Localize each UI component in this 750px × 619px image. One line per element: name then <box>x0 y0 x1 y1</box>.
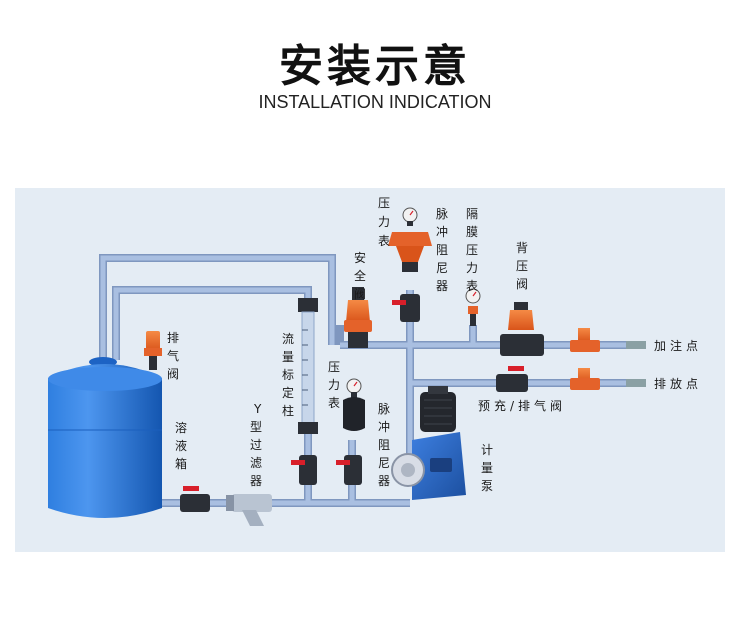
label-char: 溶 <box>175 420 187 435</box>
label-char: 膜 <box>466 225 478 239</box>
label-char: 力 <box>328 378 340 392</box>
flow-column-icon <box>291 298 318 485</box>
label-vent-valve: 排 气 阀 <box>167 331 183 381</box>
label-char: 力 <box>378 215 390 229</box>
label-diaphragm-gauge: 隔 膜 压 力 表 <box>466 207 482 293</box>
injection-check-valve-icon <box>570 328 600 352</box>
label-char: 全 <box>354 268 366 283</box>
label-char: 隔 <box>466 207 478 221</box>
label-char: 阻 <box>436 243 448 257</box>
label-pulse-damper-top: 脉 冲 阻 尼 器 <box>436 206 452 293</box>
label-char: 表 <box>328 396 340 410</box>
label-char: 阀 <box>167 367 179 381</box>
label-char: 过 <box>250 438 262 452</box>
label-solution-tank: 溶 液 箱 <box>175 420 191 471</box>
pulse-damper-mid-icon <box>336 378 365 485</box>
pulse-damper-top-icon <box>388 207 432 322</box>
suction-valve-icon <box>180 486 210 512</box>
label-char: 冲 <box>436 224 448 239</box>
label-char: 滤 <box>250 456 262 470</box>
label-char: 力 <box>466 261 478 275</box>
label-char: 计 <box>481 443 493 457</box>
label-char: 尼 <box>378 456 390 470</box>
safety-valve-icon <box>344 287 372 348</box>
label-char: 阻 <box>378 438 390 452</box>
label-injection-point: 加注点 <box>654 338 702 353</box>
label-char: 压 <box>328 360 340 374</box>
label-char: 压 <box>378 196 390 210</box>
label-char: 器 <box>378 474 390 488</box>
back-pressure-valve-icon <box>500 302 544 356</box>
page-title: 安装示意 <box>279 41 471 92</box>
label-char: 量 <box>481 461 493 475</box>
diaphragm-gauge-icon <box>465 288 481 326</box>
page-subtitle: INSTALLATION INDICATION <box>258 92 492 112</box>
vent-valve-icon <box>144 331 162 370</box>
label-char: 型 <box>250 420 262 434</box>
solution-tank <box>48 357 162 518</box>
label-char: 柱 <box>282 403 294 418</box>
prime-vent-valve-icon <box>496 366 600 392</box>
y-filter-icon <box>226 494 272 526</box>
label-char: 冲 <box>378 419 390 434</box>
label-char: 背 <box>516 241 528 255</box>
label-char: 表 <box>466 279 478 293</box>
metering-pump-icon <box>391 386 466 500</box>
label-char: 标 <box>282 368 294 382</box>
label-char: 定 <box>282 385 294 400</box>
label-char: 安 <box>354 250 366 265</box>
label-y-filter: Y 型 过 滤 器 <box>250 402 266 488</box>
label-char: 流 <box>282 332 294 346</box>
label-prime-vent-valve: 预充/排气阀 <box>478 398 566 413</box>
label-pressure-gauge-mid: 压 力 表 <box>328 360 344 410</box>
label-pulse-damper-mid: 脉 冲 阻 尼 器 <box>378 401 394 488</box>
label-char: 排 <box>167 331 179 345</box>
label-char: 脉 <box>378 401 390 416</box>
label-char: 器 <box>436 279 448 293</box>
label-char: 箱 <box>175 456 187 471</box>
label-char: 阀 <box>516 277 528 291</box>
label-char: 压 <box>466 243 478 257</box>
label-discharge-point: 排放点 <box>654 376 702 391</box>
label-metering-pump: 计 量 泵 <box>481 443 497 493</box>
label-char: 液 <box>175 438 187 453</box>
label-char: 量 <box>282 350 294 364</box>
label-char: 脉 <box>436 206 448 221</box>
label-back-pressure-valve: 背 压 阀 <box>516 241 532 291</box>
label-char: Y <box>253 402 262 416</box>
label-pressure-gauge-top: 压 力 表 <box>378 196 394 248</box>
label-char: 阀 <box>354 287 366 301</box>
label-char: 泵 <box>481 479 493 493</box>
label-char: 器 <box>250 474 262 488</box>
pipe-end-fittings <box>626 341 646 387</box>
label-flow-column: 流 量 标 定 柱 <box>282 332 298 418</box>
label-char: 压 <box>516 259 528 273</box>
label-char: 气 <box>167 348 179 363</box>
label-char: 尼 <box>436 261 448 275</box>
label-char: 表 <box>378 234 390 248</box>
label-safety-valve: 安 全 阀 <box>354 250 370 301</box>
